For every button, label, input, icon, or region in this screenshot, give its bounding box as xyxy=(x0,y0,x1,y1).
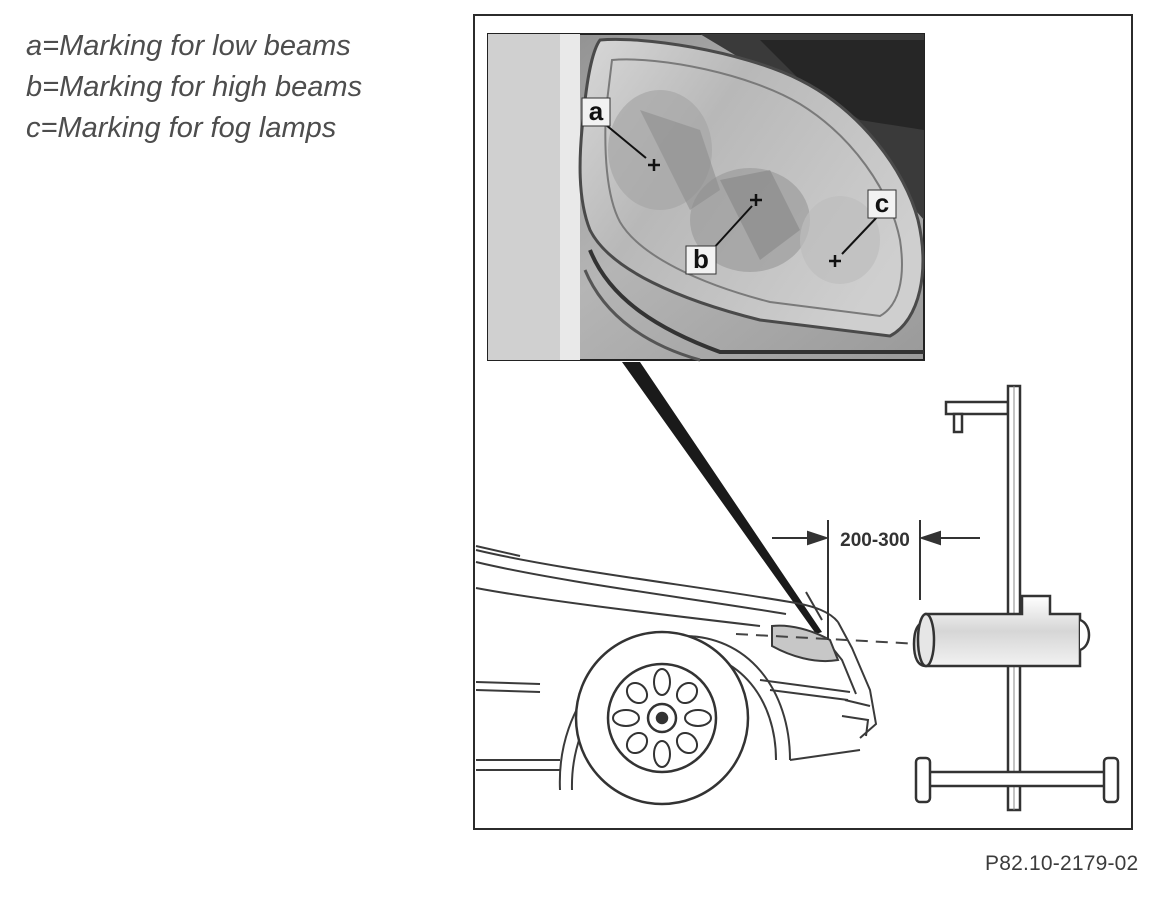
light-beam-line xyxy=(735,633,921,645)
callout-a-label: a xyxy=(589,96,604,126)
callout-b-label: b xyxy=(693,244,709,274)
legend: a=Marking for low beams b=Marking for hi… xyxy=(26,26,362,149)
headlamp-aiming-device xyxy=(912,384,1120,812)
marker-fog-lamp xyxy=(829,255,841,267)
distance-dimension xyxy=(772,520,980,640)
zoom-pointer xyxy=(622,362,822,634)
legend-item-fog-lamps: c=Marking for fog lamps xyxy=(26,112,337,144)
distance-label: 200-300 xyxy=(840,530,910,551)
legend-item-low-beams: a=Marking for low beams xyxy=(26,30,351,62)
front-wheel xyxy=(574,630,750,806)
marker-low-beam xyxy=(648,159,660,171)
legend-item-high-beams: b=Marking for high beams xyxy=(26,71,363,103)
figure-reference: P82.10-2179-02 xyxy=(985,852,1139,875)
marker-high-beam xyxy=(750,194,762,206)
callout-c-label: c xyxy=(875,188,889,218)
headlamp-inset-photo: a b c xyxy=(487,33,925,362)
